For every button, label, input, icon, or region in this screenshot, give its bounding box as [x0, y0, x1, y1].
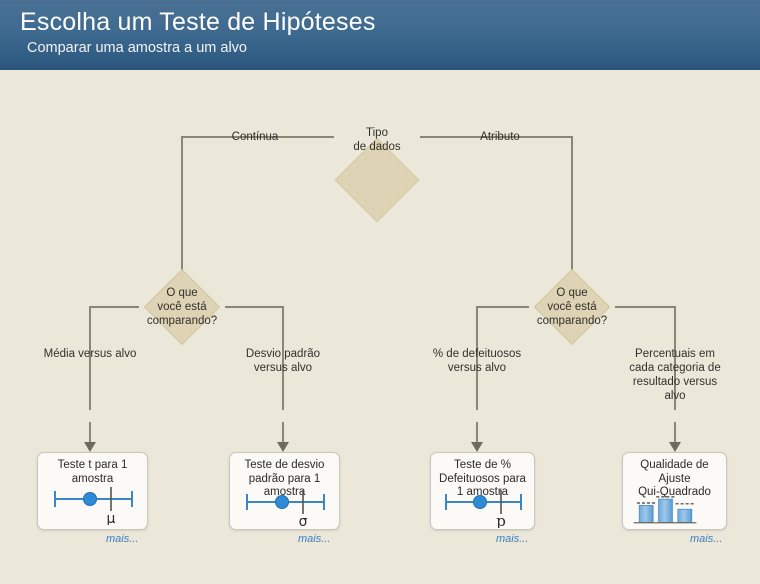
node-qualidade-ajuste-qui-quadrado[interactable]: Qualidade de Ajuste Qui-Quadrado — [622, 452, 727, 530]
node-symbol-p: p — [496, 512, 506, 528]
node-symbol-mu: μ — [107, 511, 116, 525]
branch-label-continua: Contínua — [231, 131, 279, 143]
node-teste-desvio-padrao-title: Teste de desvio padrão para 1 amostra — [244, 459, 325, 498]
interval-plot-icon: p — [445, 490, 522, 528]
edge-label-desvio-padrao-versus-alvo: Desvio padrão versus alvo — [245, 348, 321, 374]
node-teste-percent-defeituosos-1-amostra[interactable]: Teste de % Defeituosos para 1 amostra p — [430, 452, 535, 530]
interval-plot-icon: σ — [246, 490, 325, 528]
app-header: Escolha um Teste de Hipóteses Comparar u… — [0, 0, 760, 70]
node-teste-t-1-amostra-title: Teste t para 1 amostra — [57, 459, 128, 485]
more-link-teste-desvio-padrao[interactable]: mais... — [298, 533, 331, 545]
edge-label-percent-defeituosos-versus-alvo: % de defeituosos versus alvo — [432, 348, 522, 374]
edge-label-percentuais-categoria-versus-alvo: Percentuais em cada categoria de resulta… — [629, 348, 721, 402]
edge-label-media-versus-alvo: Média versus alvo — [43, 348, 137, 360]
flowchart-canvas: Tipo de dados Contínua Atributo O que vo… — [0, 70, 760, 584]
branch-label-atributo: Atributo — [480, 131, 520, 143]
page-title: Escolha um Teste de Hipóteses — [20, 8, 376, 36]
node-qualidade-ajuste-title: Qualidade de Ajuste Qui-Quadrado — [638, 459, 711, 498]
node-symbol-sigma: σ — [299, 514, 308, 528]
more-link-teste-percent-defeituosos[interactable]: mais... — [496, 533, 529, 545]
bar-chart-icon — [633, 496, 697, 524]
interval-plot-icon: μ — [54, 487, 133, 525]
connector-lines — [84, 136, 681, 452]
node-teste-desvio-padrao-1-amostra[interactable]: Teste de desvio padrão para 1 amostra σ — [229, 452, 340, 530]
node-teste-percent-defeituosos-title: Teste de % Defeituosos para 1 amostra — [439, 459, 526, 498]
page-subtitle: Comparar uma amostra a um alvo — [27, 40, 247, 56]
more-link-teste-t[interactable]: mais... — [106, 533, 139, 545]
more-link-qualidade-ajuste[interactable]: mais... — [690, 533, 723, 545]
node-teste-t-1-amostra[interactable]: Teste t para 1 amostra μ — [37, 452, 148, 530]
